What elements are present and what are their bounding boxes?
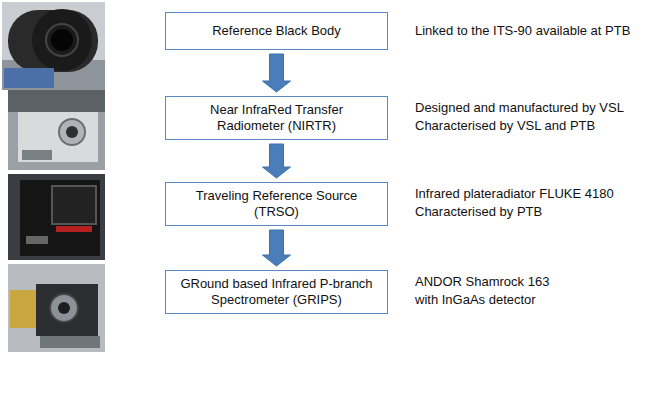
spectrometer-photo — [8, 264, 105, 352]
process-box: GRound based Infrared P-branch Spectrome… — [165, 270, 388, 314]
annotation-text: Characterised by VSL and PTB — [415, 118, 595, 134]
annotation-text: ANDOR Shamrock 163 — [415, 274, 549, 290]
flow-arrow — [263, 230, 291, 266]
box-text: Reference Black Body — [212, 23, 341, 39]
radiometer-photo — [8, 90, 105, 170]
annotation-text: Linked to the ITS-90 available at PTB — [415, 23, 630, 39]
box-text: Near InfraRed Transfer Radiometer (NIRTR… — [178, 102, 375, 134]
box-text: Traveling Reference Source (TRSO) — [178, 188, 375, 220]
process-box: Near InfraRed Transfer Radiometer (NIRTR… — [165, 96, 388, 140]
annotation-text: Designed and manufactured by VSL — [415, 100, 624, 116]
flow-arrow — [263, 54, 291, 92]
process-box: Traveling Reference Source (TRSO) — [165, 182, 388, 226]
process-box: Reference Black Body — [165, 12, 388, 50]
annotation-text: with InGaAs detector — [415, 292, 536, 308]
annotation-text: Infrared plateradiator FLUKE 4180 — [415, 186, 614, 202]
flow-arrow — [263, 144, 291, 178]
reference-source-photo — [8, 174, 105, 260]
annotation-text: Characterised by PTB — [415, 204, 542, 220]
blackbody-photo — [2, 2, 105, 90]
box-text: GRound based Infrared P-branch Spectrome… — [178, 276, 375, 308]
